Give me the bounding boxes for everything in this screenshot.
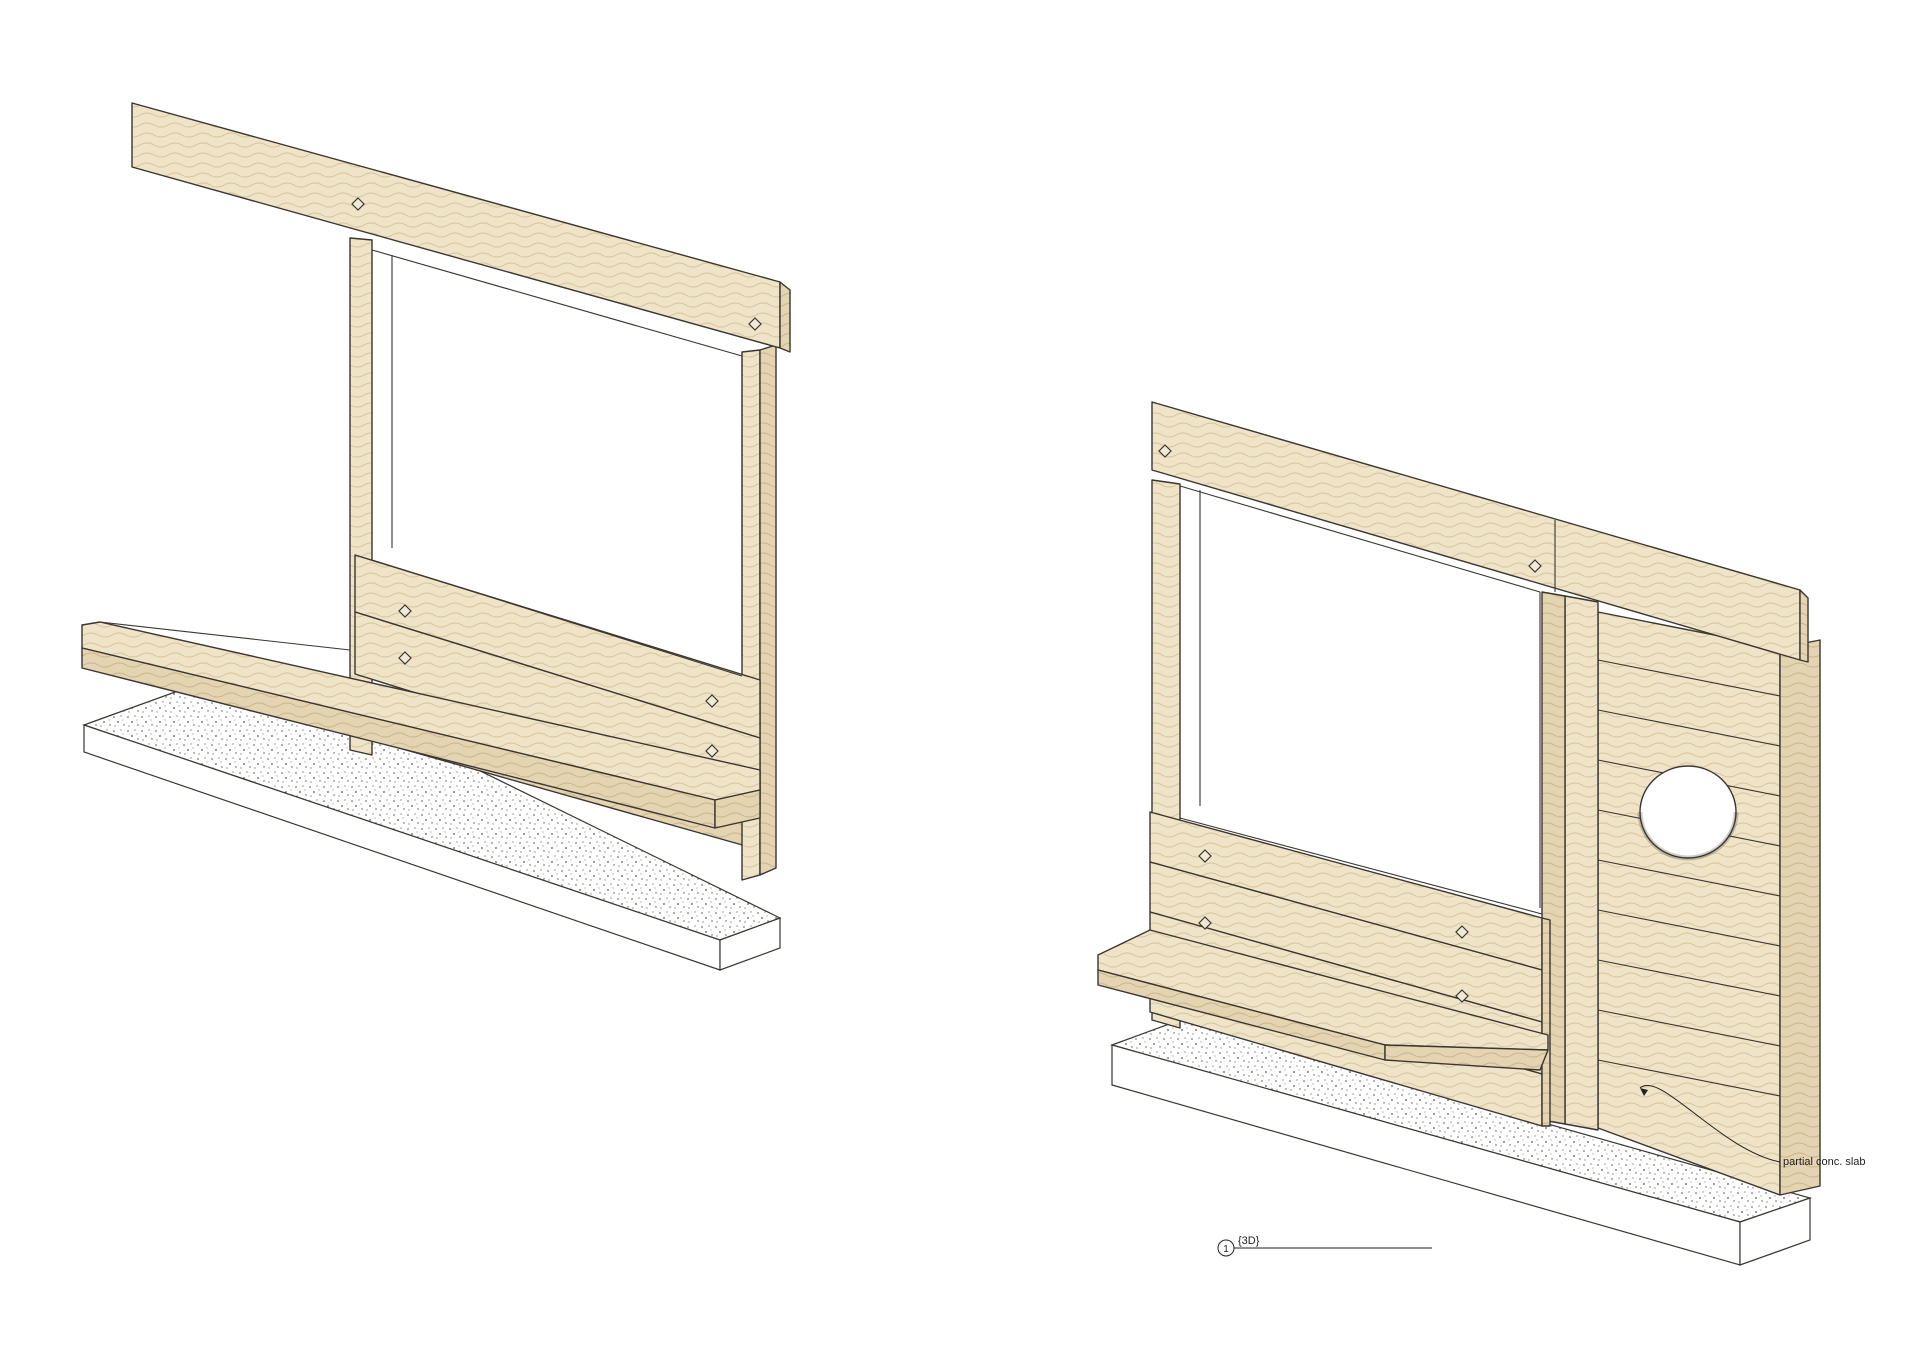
left-slab-end <box>719 917 781 971</box>
left-top-beam <box>131 102 781 349</box>
bolt-icon <box>1198 916 1212 930</box>
bolt-icon <box>748 317 762 331</box>
right-mid-post <box>1564 595 1599 1131</box>
bolt-icon <box>1528 559 1542 573</box>
right-top-beam-end <box>1799 589 1809 663</box>
bolt-icon <box>1455 925 1469 939</box>
left-bench-end <box>714 789 761 829</box>
right-sill-line <box>1179 817 1543 915</box>
porthole-reveal <box>1637 811 1739 861</box>
right-clad-panel <box>1597 611 1781 1196</box>
bolt-icon <box>705 694 719 708</box>
board-seam <box>1597 859 1781 897</box>
right-slab-end <box>1739 1197 1811 1266</box>
bolt-icon <box>398 651 412 665</box>
left-sill-line <box>371 559 743 677</box>
slab-label: partial conc. slab <box>1783 1156 1866 1168</box>
left-wall-assembly <box>81 102 791 971</box>
left-top-beam-end <box>779 281 791 353</box>
right-rail-edge <box>1541 917 1551 1127</box>
left-post-b-side <box>759 344 777 876</box>
bolt-icon <box>705 744 719 758</box>
right-window-head <box>1179 485 1541 593</box>
bolt-icon <box>351 197 365 211</box>
porthole-opening <box>1639 765 1737 859</box>
board-seam <box>1597 1059 1781 1097</box>
arrow-icon <box>1640 1088 1648 1096</box>
view-name: {3D} <box>1238 1235 1260 1247</box>
callout-leader <box>1639 1085 1781 1163</box>
board-seam <box>1597 1009 1781 1047</box>
left-window-head <box>371 249 743 357</box>
left-bench-back-edge <box>99 621 351 651</box>
bolt-icon <box>398 604 412 618</box>
slab-callout: partial conc. slab <box>1639 1085 1866 1168</box>
board-seam <box>1597 709 1781 747</box>
board-seam <box>1597 659 1781 697</box>
right-wall-assembly <box>1097 401 1821 1266</box>
right-bench-bracket <box>1384 1044 1549 1071</box>
board-seam <box>1597 909 1781 947</box>
board-seam <box>1597 959 1781 997</box>
view-number: 1 <box>1223 1244 1229 1255</box>
right-top-beam <box>1151 401 1801 661</box>
bolt-icon <box>1455 989 1469 1003</box>
bolt-icon <box>1158 444 1172 458</box>
bolt-icon <box>1198 849 1212 863</box>
view-tag: 1 {3D} <box>1217 1235 1432 1257</box>
right-clad-panel-side <box>1779 639 1821 1196</box>
